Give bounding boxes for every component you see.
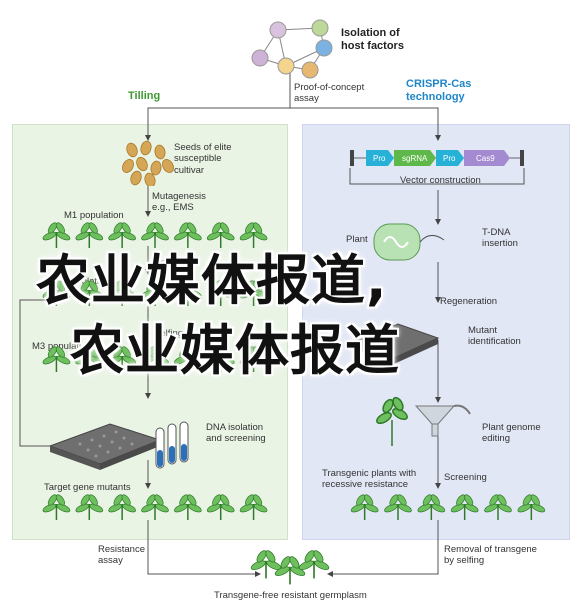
pro-label-1: Pro (373, 154, 386, 163)
plant-icon (108, 222, 136, 248)
plant-icon (250, 550, 282, 579)
host-factor-network-icon (251, 19, 333, 82)
plant-icon (42, 280, 71, 306)
vector-construct-icon: Pro sgRNA Pro Cas9 (349, 150, 525, 185)
node-5 (277, 57, 295, 75)
plant-icon (239, 280, 268, 306)
target-plant-row (42, 494, 268, 520)
sgrna-label: sgRNA (402, 154, 428, 163)
germplasm-plants (250, 550, 330, 585)
seeds-icon (122, 140, 174, 186)
overlay-text-line1: 农业媒体报道, (36, 249, 388, 312)
pro-element-2 (436, 150, 464, 166)
plant-icon (174, 346, 202, 372)
m1-label: M1 population (64, 210, 124, 221)
plant-icon (517, 494, 546, 520)
germplasm-label: Transgene-free resistant germplasm (214, 590, 367, 601)
screening-label: Screening (444, 472, 487, 483)
sgrna-element (394, 150, 436, 166)
plant-icon (75, 494, 104, 520)
overlay-text-line2: 农业媒体报道 (70, 319, 400, 382)
plant-icon (42, 346, 71, 372)
split-right-arrow (290, 107, 441, 141)
plant-icon (239, 346, 268, 372)
target-mutants-label: Target gene mutants (44, 482, 131, 493)
plant-icon (450, 494, 479, 520)
plant-icon (42, 222, 71, 248)
pro-label-2: Pro (443, 154, 456, 163)
mutant-plate-icon (352, 323, 440, 364)
node-2 (311, 19, 329, 37)
plant-icon (206, 222, 235, 248)
crispr-panel (302, 124, 570, 540)
plant-icon (75, 222, 104, 248)
m2-plant-row (42, 280, 268, 306)
plant-icon (141, 346, 169, 372)
vector-construction-label: Vector construction (400, 175, 481, 186)
node-3 (251, 49, 269, 67)
cas9-label: Cas9 (476, 154, 495, 163)
plant-icon (206, 280, 235, 306)
selfing-label-1: Selfing (154, 257, 184, 268)
genome-editing-icon (376, 396, 471, 446)
plant-icon (350, 494, 379, 520)
cas9-element (464, 150, 510, 166)
plant-icon (484, 494, 512, 520)
plant-icon (274, 556, 306, 585)
plant-icon (108, 494, 136, 520)
pro-element-1 (366, 150, 394, 166)
plant-icon (42, 494, 71, 520)
resistance-arrow (147, 520, 261, 577)
m3-label: M3 population (32, 341, 92, 352)
m2-label: M2 population (50, 276, 110, 287)
transgenic-plant-row (350, 494, 546, 520)
plant-icon (75, 346, 104, 372)
removal-arrow (327, 520, 439, 577)
plant-icon (239, 494, 268, 520)
plant-icon (141, 222, 169, 248)
plant-icon (174, 280, 202, 306)
tilling-title: Tilling (128, 90, 161, 102)
plant-icon (141, 494, 169, 520)
tilling-panel (12, 124, 288, 540)
m1-plant-row (42, 222, 268, 248)
plant-icon (108, 280, 136, 306)
plant-icon (206, 494, 235, 520)
plant-icon (239, 222, 268, 248)
plant-icon (298, 550, 330, 579)
regeneration-label: Regeneration (440, 296, 498, 307)
plant-icon (174, 222, 202, 248)
node-1 (269, 21, 287, 39)
plant-icon (141, 280, 169, 306)
plant-icon (417, 494, 446, 520)
node-6 (301, 61, 319, 79)
plant-icon (75, 280, 104, 306)
dna-tubes-icon (155, 421, 189, 469)
plant-icon (174, 494, 202, 520)
plant-icon (206, 346, 235, 372)
node-4 (315, 39, 333, 57)
plant-label: Plant (346, 234, 368, 245)
m3-plant-row (42, 346, 268, 372)
split-left-arrow (145, 76, 291, 141)
loop-arrow (19, 299, 63, 449)
plant-icon (108, 346, 136, 372)
agrobacterium-icon (373, 223, 445, 261)
plant-icon (384, 494, 412, 520)
selfing-label-2: Selfing (154, 328, 184, 339)
